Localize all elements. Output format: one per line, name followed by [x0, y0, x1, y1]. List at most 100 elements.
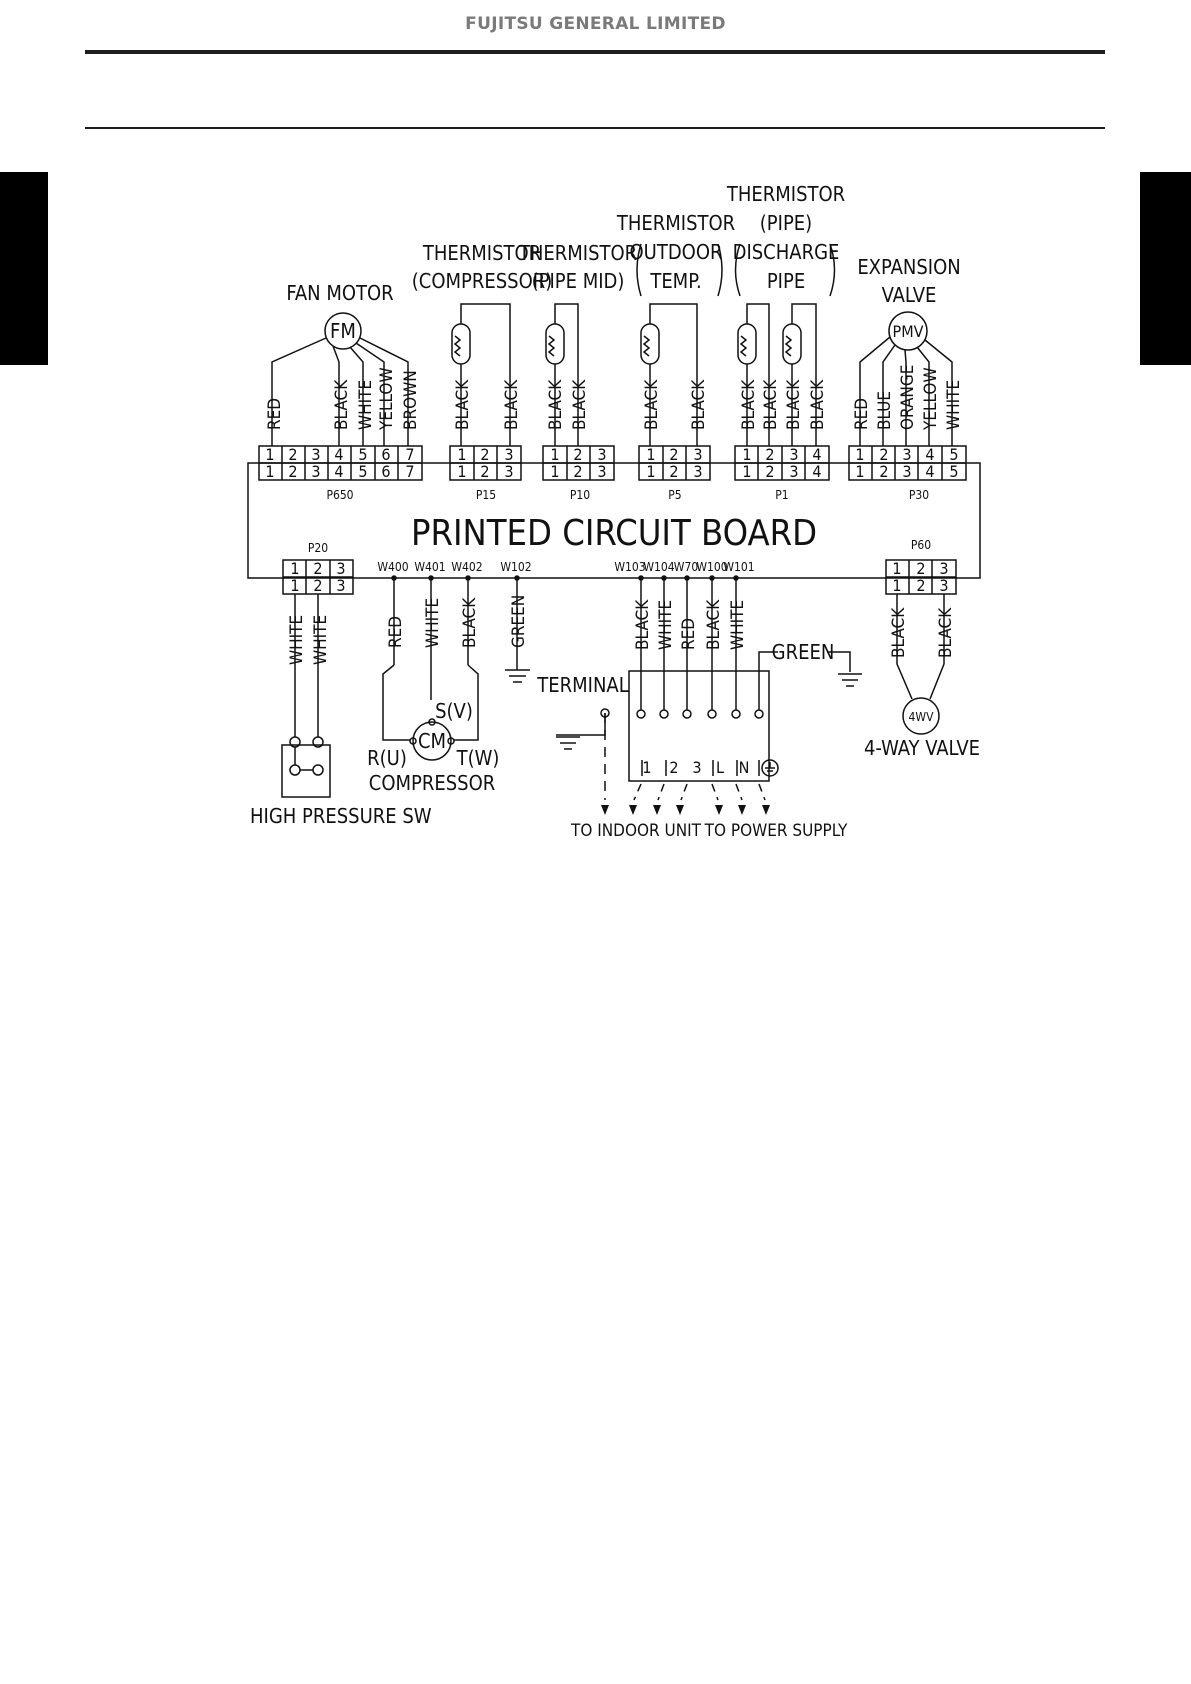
- svg-text:PMV: PMV: [893, 322, 924, 341]
- svg-text:W100: W100: [696, 560, 727, 574]
- svg-text:BLACK: BLACK: [633, 599, 653, 650]
- svg-text:W102: W102: [500, 560, 531, 574]
- svg-text:7: 7: [405, 445, 414, 464]
- svg-text:W402: W402: [451, 560, 482, 574]
- header-rule-bottom: [85, 127, 1105, 129]
- svg-text:TERMINAL: TERMINAL: [536, 673, 628, 697]
- svg-text:1: 1: [550, 445, 559, 464]
- svg-text:3: 3: [902, 462, 911, 481]
- svg-text:T(W): T(W): [456, 746, 500, 770]
- fan-motor: FAN MOTOR FM RED BLACK WHITE YELLOW BROW…: [258, 281, 423, 502]
- svg-text:YELLOW: YELLOW: [377, 367, 397, 431]
- svg-text:3: 3: [789, 462, 798, 481]
- svg-text:THERMISTOR: THERMISTOR: [518, 241, 637, 265]
- svg-text:TO POWER SUPPLY: TO POWER SUPPLY: [704, 821, 848, 841]
- svg-text:2: 2: [669, 758, 678, 777]
- svg-text:WHITE: WHITE: [311, 615, 331, 665]
- svg-text:4: 4: [334, 445, 343, 464]
- svg-text:WHITE: WHITE: [656, 600, 676, 650]
- svg-text:4: 4: [334, 462, 343, 481]
- svg-text:BROWN: BROWN: [401, 370, 421, 430]
- svg-text:5: 5: [358, 445, 367, 464]
- svg-text:3: 3: [597, 445, 606, 464]
- svg-text:BLACK: BLACK: [546, 379, 566, 430]
- svg-text:3: 3: [504, 445, 513, 464]
- svg-text:BLACK: BLACK: [460, 597, 480, 648]
- high-pressure-switch: P20 1 2 3 1 2 3 WHITE WHITE HIGH PRESSUR…: [250, 541, 432, 828]
- svg-text:BLACK: BLACK: [453, 379, 473, 430]
- svg-text:1: 1: [457, 462, 466, 481]
- svg-text:4WV: 4WV: [909, 710, 935, 724]
- svg-text:W400: W400: [377, 560, 408, 574]
- svg-text:2: 2: [916, 559, 925, 578]
- svg-text:P650: P650: [326, 488, 353, 502]
- svg-text:(COMPRESSOR): (COMPRESSOR): [412, 269, 553, 293]
- svg-text:BLACK: BLACK: [808, 379, 828, 430]
- svg-text:COMPRESSOR: COMPRESSOR: [369, 771, 495, 795]
- svg-text:BLACK: BLACK: [784, 379, 804, 430]
- svg-text:3: 3: [504, 462, 513, 481]
- svg-text:FM: FM: [330, 319, 356, 343]
- svg-text:P10: P10: [570, 488, 590, 502]
- svg-text:P5: P5: [668, 488, 681, 502]
- four-way-valve: P60 1 2 3 1 2 3 BLACK BLACK 4WV 4-WAY VA…: [864, 538, 980, 760]
- svg-text:BLACK: BLACK: [761, 379, 781, 430]
- svg-text:TEMP.: TEMP.: [649, 269, 701, 293]
- svg-text:BLACK: BLACK: [936, 607, 956, 658]
- svg-text:5: 5: [949, 445, 958, 464]
- svg-text:W103: W103: [614, 560, 645, 574]
- svg-text:1: 1: [742, 445, 751, 464]
- svg-text:EXPANSION: EXPANSION: [857, 255, 960, 279]
- svg-text:THERMISTOR: THERMISTOR: [726, 182, 845, 206]
- svg-text:2: 2: [669, 462, 678, 481]
- svg-text:W101: W101: [723, 560, 754, 574]
- svg-text:W104: W104: [643, 560, 674, 574]
- svg-text:GREEN: GREEN: [509, 595, 529, 648]
- svg-text:P60: P60: [911, 538, 931, 552]
- svg-text:4: 4: [925, 462, 934, 481]
- svg-text:WHITE: WHITE: [728, 600, 748, 650]
- svg-text:P15: P15: [476, 488, 496, 502]
- svg-text:OUTDOOR: OUTDOOR: [630, 240, 723, 264]
- svg-text:BLACK: BLACK: [704, 599, 724, 650]
- svg-text:4-WAY VALVE: 4-WAY VALVE: [864, 736, 980, 760]
- left-edge-tab: [0, 172, 48, 365]
- svg-text:2: 2: [573, 462, 582, 481]
- right-edge-tab: [1140, 172, 1191, 365]
- svg-text:2: 2: [916, 576, 925, 595]
- svg-text:2: 2: [573, 445, 582, 464]
- svg-text:PIPE: PIPE: [767, 269, 805, 293]
- svg-text:2: 2: [313, 559, 322, 578]
- svg-text:7: 7: [405, 462, 414, 481]
- svg-text:2: 2: [480, 445, 489, 464]
- svg-text:R(U): R(U): [367, 746, 407, 770]
- svg-text:3: 3: [311, 445, 320, 464]
- svg-text:1: 1: [646, 462, 655, 481]
- svg-text:5: 5: [949, 462, 958, 481]
- svg-text:2: 2: [288, 445, 297, 464]
- svg-text:1: 1: [550, 462, 559, 481]
- svg-text:(PIPE MID): (PIPE MID): [532, 269, 625, 293]
- svg-text:ORANGE: ORANGE: [898, 365, 918, 430]
- svg-text:1: 1: [290, 576, 299, 595]
- svg-text:3: 3: [939, 576, 948, 595]
- svg-text:1: 1: [265, 462, 274, 481]
- svg-text:2: 2: [765, 462, 774, 481]
- thermistor-pipe-mid: THERMISTOR (PIPE MID) BLACK BLACK 1 2 3 …: [518, 241, 637, 502]
- svg-text:BLACK: BLACK: [689, 379, 709, 430]
- svg-text:S(V): S(V): [435, 699, 473, 723]
- svg-text:2: 2: [313, 576, 322, 595]
- pcb-label: PRINTED CIRCUIT BOARD: [411, 513, 817, 554]
- svg-text:BLACK: BLACK: [570, 379, 590, 430]
- svg-text:3: 3: [902, 445, 911, 464]
- svg-text:5: 5: [358, 462, 367, 481]
- svg-text:RED: RED: [265, 398, 285, 430]
- header-rule-top: [85, 50, 1105, 54]
- svg-text:BLACK: BLACK: [739, 379, 759, 430]
- svg-text:BLACK: BLACK: [642, 379, 662, 430]
- svg-text:4: 4: [812, 462, 821, 481]
- svg-text:L: L: [716, 758, 724, 777]
- fan-motor-symbol: [324, 312, 362, 350]
- compressor: RED WHITE BLACK CM S(V) R(U) T(W) COMPRE…: [367, 575, 500, 795]
